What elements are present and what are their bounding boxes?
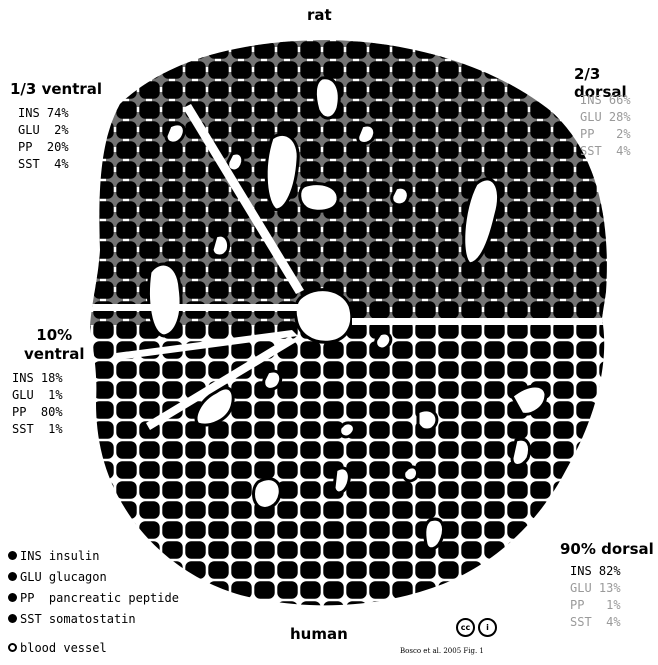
cc-by-badge: cc i [456,618,497,637]
ins-value: INS 74% [18,105,69,122]
attribution-icon: i [478,618,497,637]
region-values-two-thirds-dorsal: INS 66% GLU 28% PP 2% SST 4% [580,92,631,160]
legend-code: INS [20,549,42,563]
sst-value: SST 1% [12,421,63,438]
legend-code: PP [20,591,34,605]
pp-value: PP 20% [18,139,69,156]
filled-dot-icon [8,572,17,581]
glu-value: GLU 1% [12,387,63,404]
filled-dot-icon [8,551,17,560]
legend-code: GLU [20,570,42,584]
glu-value: GLU 13% [570,580,621,597]
sst-value: SST 4% [18,156,69,173]
filled-dot-icon [8,614,17,623]
pp-value: PP 80% [12,404,63,421]
legend-item-somatostatin: SST somatostatin [8,608,179,629]
open-circle-icon [8,643,17,652]
region-title-line2: ventral [24,345,84,364]
pp-value: PP 1% [570,597,621,614]
glu-value: GLU 2% [18,122,69,139]
region-values-one-third-ventral: INS 74% GLU 2% PP 20% SST 4% [18,105,69,173]
legend-code: SST [20,612,42,626]
region-title-ninety-percent-dorsal: 90% dorsal [560,540,654,558]
region-values-ten-percent-ventral: INS 18% GLU 1% PP 80% SST 1% [12,370,63,438]
legend-item-blood-vessel: blood vessel [8,637,179,658]
filled-dot-icon [8,593,17,602]
region-title-ten-percent-ventral: 10% ventral [24,326,84,364]
region-values-ninety-percent-dorsal: INS 82% GLU 13% PP 1% SST 4% [570,563,621,631]
legend-label: somatostatin [49,612,136,626]
region-title-line1: 10% [24,326,84,345]
ins-value: INS 18% [12,370,63,387]
legend-label: pancreatic peptide [49,591,179,605]
legend-item-insulin: INS insulin [8,545,179,566]
citation: Bosco et al. 2005 Fig. 1 [400,647,484,655]
glu-value: GLU 28% [580,109,631,126]
legend-item-pancreatic-peptide: PP pancreatic peptide [8,587,179,608]
legend-label: blood vessel [20,641,107,655]
legend-label: glucagon [49,570,107,584]
ins-value: INS 82% [570,563,621,580]
creative-commons-icon: cc [456,618,475,637]
sst-value: SST 4% [570,614,621,631]
pp-value: PP 2% [580,126,631,143]
ins-value: INS 66% [580,92,631,109]
legend-item-glucagon: GLU glucagon [8,566,179,587]
legend-label: insulin [49,549,100,563]
region-title-one-third-ventral: 1/3 ventral [10,80,102,98]
legend: INS insulin GLU glucagon PP pancreatic p… [8,545,179,658]
sst-value: SST 4% [580,143,631,160]
